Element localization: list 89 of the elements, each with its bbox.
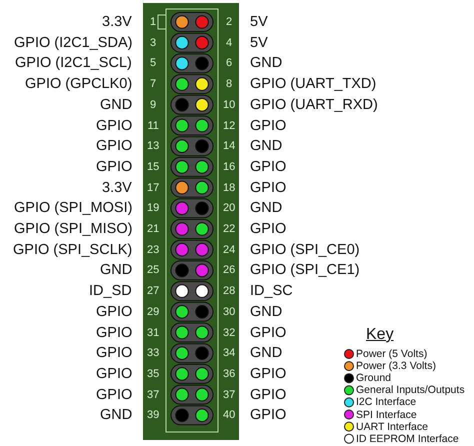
pin-number: 31 [147,326,160,340]
pin-number: 20 [223,201,236,216]
pin-label: GND [250,199,282,218]
pin-number: 15 [147,160,160,174]
pin-label: GPIO [96,116,132,134]
pin-label: GND [100,261,132,280]
pin-number: 23 [147,242,160,257]
pin-number: 5 [150,56,156,70]
pin-label: 3.3V [102,13,132,31]
pin-number: 18 [223,180,236,195]
pin-label: GND [250,54,282,72]
pin-number: 30 [223,304,236,319]
pin-number: 9 [150,98,156,112]
pin-number: 19 [147,201,160,216]
pin-number: 17 [147,180,160,195]
pin-number: 27 [147,284,160,298]
pin-label: GND [250,137,282,156]
pin-label: GND [250,344,282,362]
legend-text: I2C Interface [356,396,416,408]
pin-number: 14 [223,139,236,154]
pin-number: 40 [223,408,236,422]
pin-number: 12 [223,118,236,132]
pin-label: 3.3V [102,178,132,197]
pin-number: 32 [223,326,236,340]
pin-label: GPIO (SPI_SCLK) [13,240,132,259]
pin-label: GPIO [250,386,286,404]
pin-number: 36 [223,366,236,381]
legend-text: ID EEPROM Interface [356,432,459,445]
legend-text: Power (3.3 Volts) [356,360,436,372]
pin-label: ID_SC [250,282,293,300]
pin-number: 37 [147,388,160,402]
pin-number: 39 [147,408,160,422]
pin-label: ID_SD [89,282,132,300]
pin-label: GPIO [250,406,286,424]
pin-label: GPIO [96,302,132,321]
pin-label: 5V [250,13,268,31]
pin-label: GPIO (UART_TXD) [250,75,376,94]
pin-label: GPIO [250,364,286,383]
legend-text: UART Interface [356,420,428,433]
pin-label: GPIO [96,386,132,404]
pin-label: GPIO (I2C1_SCL) [15,54,132,72]
pin-label: GPIO [96,364,132,383]
pin-number: 13 [147,139,160,154]
pin-number: 37 [223,388,236,402]
pin-number: 25 [147,263,160,278]
legend-text: General Inputs/Outputs [356,384,465,396]
pin-number: 34 [223,346,236,360]
pin-label: GPIO [250,220,286,238]
pin-number: 16 [223,160,236,174]
pin-number: 26 [223,263,236,278]
pin-label: GPIO (UART_RXD) [250,96,378,114]
pin-label: GND [100,96,132,114]
pin-number: 4 [226,36,232,50]
pin-label: GPIO [96,158,132,176]
pin-label: GPIO [96,137,132,156]
pin-label: GND [100,406,132,424]
pin-label: GPIO (SPI_MOSI) [14,199,132,218]
pin-number: 3 [150,36,156,50]
pin-number: 21 [147,222,160,236]
pin-number: 10 [223,98,236,112]
pin-number: 35 [147,366,160,381]
pin-label: GPIO (SPI_MISO) [14,220,132,238]
pin-number: 29 [147,304,160,319]
pin-number: 28 [223,284,236,298]
legend-title: Key [366,326,394,344]
pin-number: 11 [148,118,159,132]
legend-text: SPI Interface [356,408,417,420]
pin-label: GPIO (SPI_CE1) [250,261,360,280]
pin-label: GPIO [250,324,286,342]
pin-number: 6 [226,56,232,70]
pin-label: GPIO (SPI_CE0) [250,240,360,259]
legend-text: Ground [356,372,392,384]
legend-text: Power (5 Volts) [356,348,428,360]
pin-number: 1 [150,15,156,29]
pin-number: 33 [147,346,160,360]
pin-number: 7 [150,77,156,92]
pin-number: 22 [223,222,236,236]
pin-label: GPIO [250,178,286,197]
pin-label: 5V [250,34,268,52]
pin-label: GND [250,302,282,321]
pin-number: 8 [226,77,232,92]
pin-label: GPIO [250,116,286,134]
pin-label: GPIO [250,158,286,176]
pin-number: 24 [223,242,236,257]
pin-label: GPIO [96,324,132,342]
pin-label: GPIO [96,344,132,362]
pin-label: GPIO (I2C1_SDA) [14,34,132,52]
pin-label: GPIO (GPCLK0) [25,75,132,94]
pin-number: 2 [226,15,232,29]
